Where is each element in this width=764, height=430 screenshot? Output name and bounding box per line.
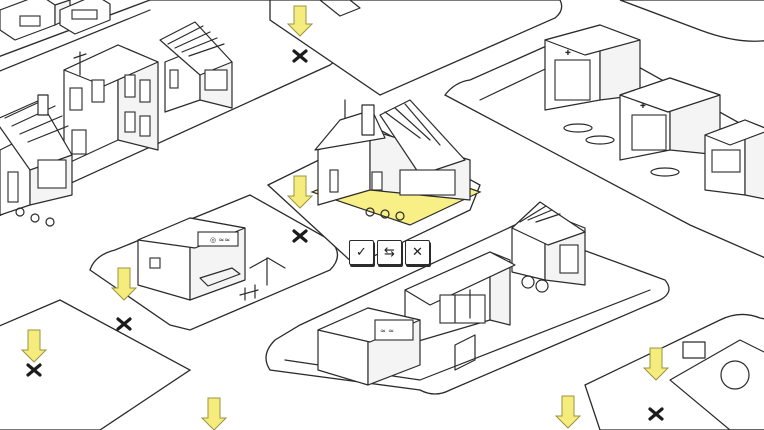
rotate-button[interactable]: ⇆	[377, 240, 402, 265]
rotate-arrows-icon: ⇆	[384, 245, 395, 260]
down-arrow-icon[interactable]	[642, 347, 670, 381]
cancel-button[interactable]: ✕	[405, 240, 430, 265]
solar-cottage[interactable]	[159, 21, 233, 113]
svg-text:✚: ✚	[565, 49, 571, 57]
down-arrow-icon[interactable]	[554, 395, 582, 429]
picnic-area	[239, 257, 286, 301]
confirm-button[interactable]: ✓	[349, 240, 374, 265]
street-props	[15, 123, 680, 371]
down-arrow-icon[interactable]	[20, 329, 48, 363]
football-pitch[interactable]	[669, 339, 764, 430]
check-icon: ✓	[356, 245, 367, 260]
x-mark-icon[interactable]	[292, 229, 308, 243]
shop-top-left[interactable]	[0, 0, 111, 41]
svg-text:✚: ✚	[640, 102, 646, 110]
svg-text:◎ ≈≈: ◎ ≈≈	[210, 236, 230, 244]
pharmacy[interactable]: ✚	[544, 24, 641, 111]
bakery[interactable]	[704, 119, 764, 200]
placement-spots	[26, 49, 664, 421]
x-mark-icon[interactable]	[116, 317, 132, 331]
close-icon: ✕	[412, 245, 423, 260]
new-house-preview[interactable]	[314, 99, 471, 206]
noodle-shop[interactable]: ≈ ≈	[317, 307, 421, 386]
x-mark-icon[interactable]	[26, 363, 42, 377]
cafe-top[interactable]	[319, 0, 361, 17]
down-arrow-icon[interactable]	[286, 175, 314, 209]
garage-house[interactable]	[0, 94, 73, 216]
x-mark-icon[interactable]	[648, 407, 664, 421]
down-arrow-icon[interactable]	[286, 5, 314, 37]
down-arrow-icon[interactable]	[200, 397, 228, 430]
svg-text:≈ ≈: ≈ ≈	[380, 327, 394, 335]
placement-action-bar: ✓ ⇆ ✕	[349, 240, 431, 269]
down-arrow-icon[interactable]	[110, 267, 138, 301]
placement-arrows	[20, 5, 670, 430]
ice-cream-shop[interactable]: ◎ ≈≈	[137, 217, 246, 301]
x-mark-icon[interactable]	[292, 49, 308, 63]
bike-shop[interactable]	[511, 201, 586, 293]
two-storey-house[interactable]	[63, 44, 159, 166]
warehouse[interactable]	[404, 251, 516, 346]
